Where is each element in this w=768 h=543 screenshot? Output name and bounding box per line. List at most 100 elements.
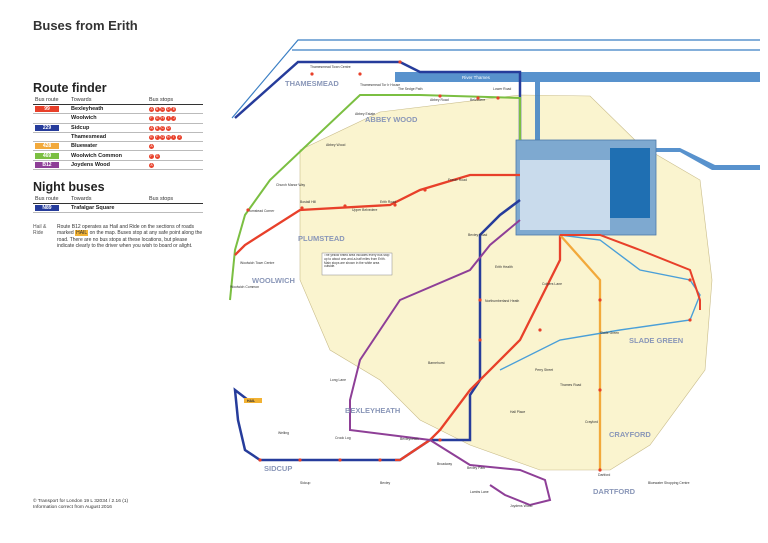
stop-label[interactable]: Thamesmead Tor Ir House xyxy=(360,83,400,87)
stop-label[interactable]: Woolwich Town Centre xyxy=(240,261,274,265)
route-469-line[interactable] xyxy=(229,94,521,301)
stop-label[interactable]: Plumstead Corner xyxy=(247,209,275,213)
route-slade-red[interactable] xyxy=(560,234,701,310)
stop-label[interactable]: Erith Road xyxy=(380,200,396,204)
stop-letter-badge[interactable]: E xyxy=(149,135,154,141)
stop-label[interactable]: The Sedge Path xyxy=(398,87,423,91)
route-89-line[interactable] xyxy=(499,234,701,371)
stop-label[interactable]: Lower Road xyxy=(493,87,511,91)
stop-letter-badge[interactable]: F xyxy=(149,116,154,122)
stop-letter-badge[interactable]: D xyxy=(165,107,171,113)
stop-letter-badge[interactable]: C xyxy=(160,107,166,113)
route-chip[interactable]: B12 xyxy=(35,161,59,168)
stop-label[interactable]: Abbey Wood xyxy=(326,143,345,147)
stop-label[interactable]: Fraser Road xyxy=(448,178,467,182)
stop-label[interactable]: Woolwich Common xyxy=(230,285,259,289)
stop-marker[interactable] xyxy=(246,208,250,212)
stop-label[interactable]: Broadway xyxy=(437,462,452,466)
stop-label[interactable]: Erith Health xyxy=(495,265,513,269)
stop-marker[interactable] xyxy=(258,458,262,462)
stop-letter-badge[interactable]: G xyxy=(154,153,160,159)
stop-marker[interactable] xyxy=(300,206,304,210)
stop-letter-badge[interactable]: E xyxy=(171,107,177,113)
stop-letter-badge[interactable]: J xyxy=(171,116,177,122)
stop-marker[interactable] xyxy=(310,72,314,76)
stop-letter-badge[interactable]: I xyxy=(171,135,177,141)
stop-letter-badge[interactable]: B xyxy=(154,125,160,131)
route-chip[interactable]: 428 xyxy=(35,143,59,150)
stop-marker[interactable] xyxy=(598,298,602,302)
stop-label[interactable]: Church Manor Way xyxy=(276,183,305,187)
stop-marker[interactable] xyxy=(598,468,602,472)
stop-letter-badge[interactable]: C xyxy=(160,125,166,131)
stop-marker[interactable] xyxy=(378,458,382,462)
stop-label[interactable]: Bluewater Shopping Centre xyxy=(648,481,690,485)
stop-label[interactable]: Bostall Hill xyxy=(300,200,316,204)
stop-letter-badge[interactable]: A xyxy=(149,107,154,113)
stop-letter-badge[interactable]: J xyxy=(176,135,182,141)
stop-marker[interactable] xyxy=(598,388,602,392)
route-229-line[interactable] xyxy=(234,60,522,140)
stop-label[interactable]: Barnehurst xyxy=(428,361,445,365)
stop-label[interactable]: Northumberland Heath xyxy=(485,299,519,303)
stop-label[interactable]: Colyers Lane xyxy=(542,282,562,286)
stop-marker[interactable] xyxy=(338,458,342,462)
route-99-south[interactable] xyxy=(395,235,562,462)
stop-label[interactable]: Bexleyheath xyxy=(400,437,419,441)
stop-label[interactable]: Crook Log xyxy=(335,436,351,440)
stop-letter-badge[interactable]: G xyxy=(154,116,160,122)
stop-label[interactable]: Abbey Road xyxy=(430,98,449,102)
stop-label[interactable]: Abbey Estate xyxy=(355,112,375,116)
stop-label[interactable]: Welling xyxy=(278,431,289,435)
stop-label[interactable]: Thames Road xyxy=(560,383,581,387)
stop-marker[interactable] xyxy=(478,298,482,302)
stop-label[interactable]: Sidcup xyxy=(300,481,310,485)
stop-marker[interactable] xyxy=(398,60,402,64)
stop-letter-badge[interactable]: G xyxy=(160,135,166,141)
stop-letter-badge[interactable]: I xyxy=(165,116,171,122)
route-chip[interactable]: 469 xyxy=(35,152,59,159)
stop-letter-badge[interactable]: D xyxy=(165,125,171,131)
stop-label[interactable]: Long Lane xyxy=(330,378,346,382)
stop-marker[interactable] xyxy=(478,338,482,342)
stop-letter-badge[interactable]: A xyxy=(149,162,154,168)
stop-letter-badge[interactable]: H xyxy=(165,135,171,141)
stop-label[interactable]: Perry Street xyxy=(535,368,553,372)
route-b12-line[interactable] xyxy=(349,219,552,507)
stop-marker[interactable] xyxy=(358,72,362,76)
stop-letter-badge[interactable]: H xyxy=(160,116,166,122)
stop-label[interactable]: Belvedere xyxy=(470,98,485,102)
stop-marker[interactable] xyxy=(393,203,397,207)
stop-letter-badge[interactable]: F xyxy=(149,153,154,159)
stop-label[interactable]: Crayford xyxy=(585,420,598,424)
stop-marker[interactable] xyxy=(538,328,542,332)
stop-marker[interactable] xyxy=(476,96,480,100)
stop-letter-badge[interactable]: F xyxy=(154,135,160,141)
stop-marker[interactable] xyxy=(343,204,347,208)
stop-marker[interactable] xyxy=(438,438,442,442)
stop-label[interactable]: Dartford xyxy=(598,473,610,477)
route-chip[interactable]: 99 xyxy=(35,106,59,113)
stop-marker[interactable] xyxy=(496,96,500,100)
stop-marker[interactable] xyxy=(688,318,692,322)
stop-marker[interactable] xyxy=(298,458,302,462)
stop-letter-badge[interactable]: A xyxy=(149,125,154,131)
table-row[interactable]: N89 Trafalgar Square xyxy=(33,203,203,213)
stop-marker[interactable] xyxy=(438,94,442,98)
stop-label[interactable]: Bexley xyxy=(380,481,390,485)
route-428-line[interactable] xyxy=(559,234,602,470)
stop-marker[interactable] xyxy=(688,278,692,282)
stop-letter-badge[interactable]: B xyxy=(154,107,160,113)
stop-label[interactable]: Slade Green xyxy=(600,331,619,335)
route-chip-n89[interactable]: N89 xyxy=(35,205,59,211)
stop-label[interactable]: Hall Place xyxy=(510,410,525,414)
route-99-line[interactable] xyxy=(234,173,520,256)
stop-marker[interactable] xyxy=(423,188,427,192)
